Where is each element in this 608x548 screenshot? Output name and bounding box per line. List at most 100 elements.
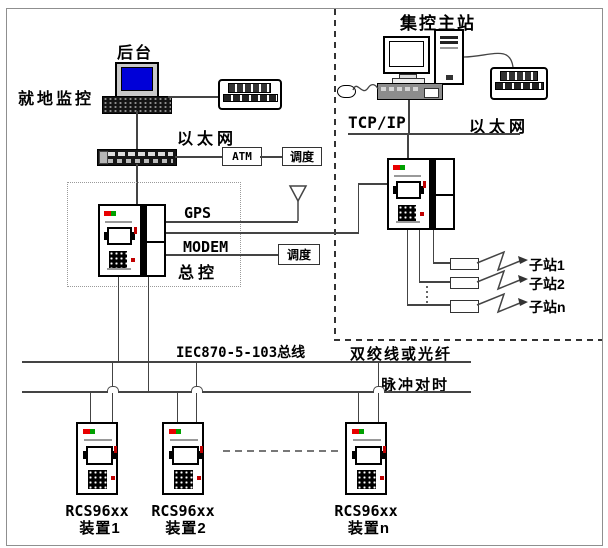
device-red-marker: [114, 446, 117, 453]
central-station-region-border-horizontal: [334, 339, 602, 341]
master-controller-dotted-box: [67, 182, 241, 287]
ethernet-line-right: [348, 133, 520, 135]
led-indicator-icon: [169, 429, 181, 434]
tcpip-label: TCP/IP: [348, 113, 406, 132]
device-label-text: [353, 439, 381, 441]
master-label: 总控: [178, 265, 219, 282]
device-lcd-screen: [169, 446, 202, 465]
line-device1-pulse: [89, 392, 91, 422]
led-indicator-icon: [104, 211, 116, 216]
line-device-converter1-v: [432, 230, 434, 263]
led-indicator-icon: [352, 429, 364, 434]
line-computer-printer: [168, 96, 218, 98]
line-hop: [107, 386, 119, 393]
station-monitor-screen: [389, 41, 424, 67]
backend-monitor-screen: [121, 67, 153, 91]
device-label-text: [84, 439, 112, 441]
substation-n-label: 子站n: [529, 299, 566, 315]
device-red-marker: [423, 181, 426, 188]
substation2-label: 子站2: [529, 276, 565, 292]
ethernet-right-label: 以太网: [469, 119, 530, 136]
line-device-converter3-v: [406, 230, 408, 305]
line-hub-master: [136, 164, 138, 205]
iec-bus-line: [22, 361, 471, 363]
device-front-panel: [389, 160, 429, 228]
hub-endcap: [99, 151, 108, 164]
substation-ellipsis: [426, 286, 428, 304]
tower-vent: [440, 47, 458, 49]
central-station-region-border-vertical: [334, 9, 336, 340]
atm-box: ATM: [222, 147, 262, 166]
device-label-text: [105, 221, 132, 223]
line-device-converter3-h: [406, 304, 451, 306]
line-device-n-pulse: [357, 392, 359, 422]
device-label-text: [394, 175, 421, 177]
mouse-icon: [337, 85, 356, 98]
line-device-converter1-h: [432, 262, 451, 264]
device2-model-label: RCS96xx: [151, 502, 215, 520]
line-ethernet-station-device: [407, 134, 409, 158]
device-keypad-icon: [398, 205, 416, 223]
converter-box-1: [450, 258, 479, 270]
local-monitoring-label: 就地监控: [18, 91, 95, 108]
line-gps: [166, 221, 298, 223]
tower-drive-slot: [440, 36, 458, 39]
backend-label: 后台: [116, 45, 153, 62]
device-label-text: [107, 268, 131, 270]
device-red-button: [111, 476, 115, 480]
computer-tower-icon: [434, 29, 464, 85]
line-device2-iec-upper: [195, 362, 197, 387]
device1-unit-label: 装置1: [79, 520, 121, 537]
converter-box-2: [450, 277, 479, 289]
line-device2-pulse: [176, 392, 178, 422]
device-side-panel: [145, 206, 164, 275]
device-side-panel: [434, 160, 453, 228]
pulse-bus-label: 脉冲对时: [381, 377, 450, 394]
atm-label: ATM: [232, 150, 252, 163]
tower-drive-slot: [440, 41, 458, 44]
device-lcd-screen: [352, 446, 385, 465]
line-device2-iec-lower: [195, 392, 197, 422]
device2-unit-label: 装置2: [165, 520, 207, 537]
device-row-ellipsis-dashes: [223, 450, 338, 452]
substation1-label: 子站1: [529, 257, 565, 273]
device-red-marker: [134, 227, 137, 234]
backend-monitor-icon: [115, 62, 159, 98]
device-stripe: [140, 206, 145, 275]
device1-model-label: RCS96xx: [65, 502, 129, 520]
dispatch-top-label: 调度: [289, 150, 314, 164]
dispatch-mid-label: 调度: [286, 248, 311, 262]
device-keypad-icon: [88, 470, 107, 489]
rcs-device-n-icon: [345, 422, 387, 495]
gps-label: GPS: [184, 204, 212, 222]
modem-label: MODEM: [183, 238, 229, 256]
device-red-button: [131, 258, 135, 262]
dispatch-top-box: 调度: [282, 147, 322, 166]
master-controller-device-icon: [98, 204, 166, 277]
device-label-text: [396, 221, 420, 223]
central-master-station-label: 集控主站: [400, 14, 476, 33]
line-station-ethernet: [408, 100, 410, 134]
line-master-bus2: [147, 277, 149, 392]
line-device1-iec-lower: [111, 392, 113, 422]
device-red-marker: [383, 446, 386, 453]
diagram-border: [6, 8, 603, 546]
device-keypad-icon: [357, 470, 376, 489]
right-printer-icon: [490, 67, 548, 100]
station-controller-device-icon: [387, 158, 455, 230]
device-red-button: [420, 212, 424, 216]
line-device-converter2-v: [418, 230, 420, 282]
device-keypad-icon: [174, 470, 193, 489]
line-computer-hub: [136, 111, 138, 150]
line-master-to-station-v: [357, 183, 359, 233]
converter-box-3: [450, 300, 479, 313]
line-hop: [191, 386, 203, 393]
left-printer-icon: [218, 79, 282, 110]
rcs-device-2-icon: [162, 422, 204, 495]
device-lcd-screen: [83, 446, 116, 465]
line-device-converter2-h: [418, 281, 451, 283]
bus-medium-label: 双绞线或光纤: [350, 346, 453, 363]
device-n-model-label: RCS96xx: [334, 502, 398, 520]
device-red-button: [197, 476, 201, 480]
